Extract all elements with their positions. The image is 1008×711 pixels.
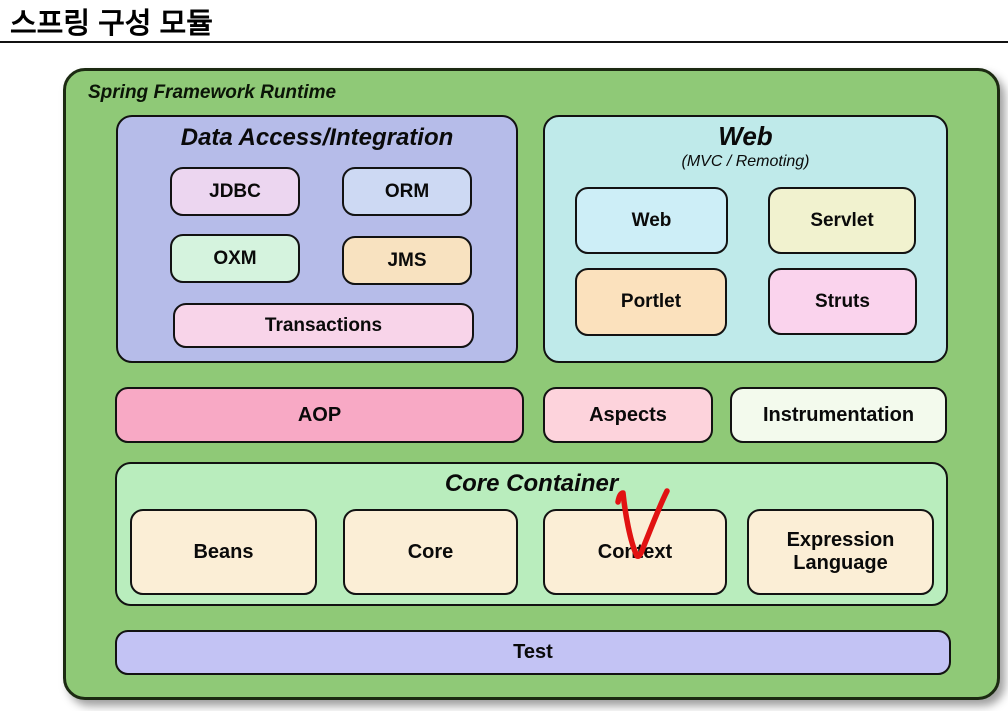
module-oxm: OXM	[170, 234, 300, 283]
module-expression-language: Expression Language	[747, 509, 934, 595]
module-core: Core	[343, 509, 518, 595]
module-jdbc: JDBC	[170, 167, 300, 216]
section-subtitle-web: (MVC / Remoting)	[681, 153, 810, 170]
module-aspects: Aspects	[543, 387, 713, 443]
section-title-data-access: Data Access/Integration	[180, 124, 454, 151]
module-portlet: Portlet	[575, 268, 727, 336]
module-instrumentation: Instrumentation	[730, 387, 947, 443]
module-struts: Struts	[768, 268, 917, 335]
module-jms: JMS	[342, 236, 472, 285]
module-context: Context	[543, 509, 727, 595]
section-title-core-container: Core Container	[444, 470, 619, 497]
section-web: Web (MVC / Remoting) Web Servlet Portlet…	[543, 115, 948, 363]
runtime-label: Spring Framework Runtime	[88, 82, 337, 103]
module-orm: ORM	[342, 167, 472, 216]
module-test: Test	[115, 630, 951, 675]
module-servlet: Servlet	[768, 187, 916, 254]
section-core-container: Core Container Beans Core Context Expres…	[115, 462, 948, 606]
module-aop: AOP	[115, 387, 524, 443]
section-data-access-integration: Data Access/Integration JDBC ORM OXM JMS…	[116, 115, 518, 363]
module-beans: Beans	[130, 509, 317, 595]
section-title-web: Web	[718, 121, 773, 151]
spring-framework-runtime-container: Spring Framework Runtime Data Access/Int…	[63, 68, 1000, 700]
module-transactions: Transactions	[173, 303, 474, 348]
page-title: 스프링 구성 모듈	[10, 8, 213, 40]
title-underline	[0, 41, 1008, 43]
module-web: Web	[575, 187, 728, 254]
